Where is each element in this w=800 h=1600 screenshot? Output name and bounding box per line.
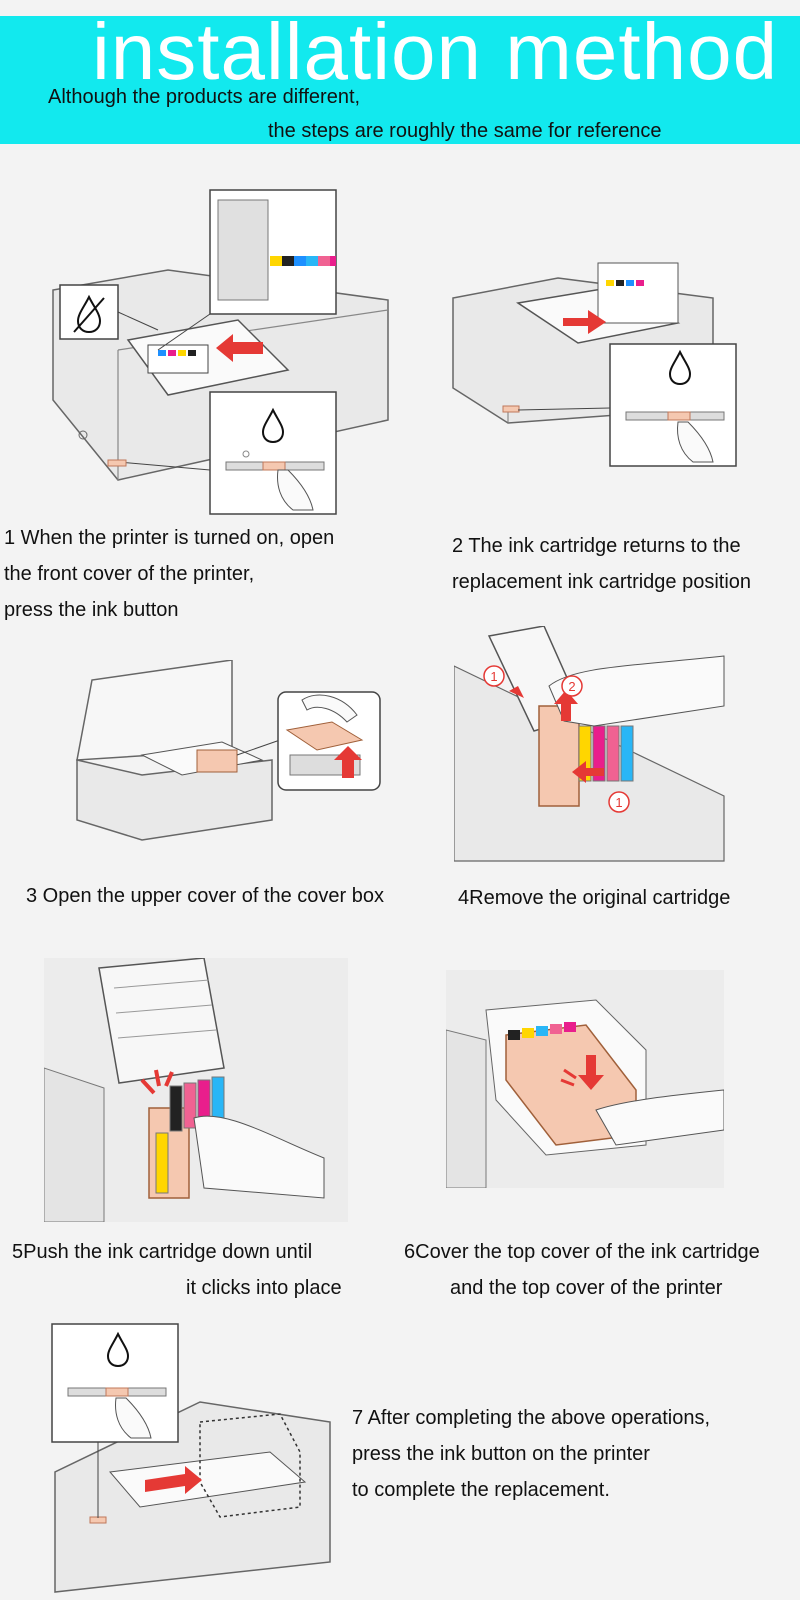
step-1-line-2: the front cover of the printer,	[4, 563, 255, 585]
arrow-icon	[216, 334, 263, 362]
step-1-illustration	[48, 170, 398, 520]
step-5-caption: 5Push the ink cartridge down until it cl…	[12, 1234, 342, 1306]
step-2-line-1: 2 The ink cartridge returns to the	[452, 535, 741, 557]
step-7-line-2: press the ink button on the printer	[352, 1443, 650, 1465]
step-5-illustration	[44, 958, 348, 1222]
step-6-illustration	[446, 970, 724, 1188]
subtitle-line-2: the steps are roughly the same for refer…	[268, 120, 662, 142]
marker-1-top: 1	[483, 665, 505, 687]
step-1-line-1: 1 When the printer is turned on, open	[4, 527, 335, 549]
marker-1-text: 1	[490, 669, 497, 684]
step-5-line-1: 5Push the ink cartridge down until	[12, 1241, 313, 1263]
ink-drop-icon	[261, 407, 285, 444]
step-1-caption: 1 When the printer is turned on, open th…	[4, 520, 334, 628]
step-7-line-3: to complete the replacement.	[352, 1479, 610, 1501]
no-ink-icon	[73, 294, 105, 334]
step-4-line-1: 4Remove the original cartridge	[458, 887, 731, 909]
step-6-line-1: 6Cover the top cover of the ink cartridg…	[404, 1241, 760, 1263]
power-icon	[242, 450, 250, 458]
subtitle-line-1: Although the products are different,	[48, 86, 361, 108]
step-6-line-2: and the top cover of the printer	[450, 1277, 723, 1299]
step-7-line-1: 7 After completing the above operations,	[352, 1407, 711, 1429]
step-3-illustration	[72, 660, 392, 860]
step-1-line-3: press the ink button	[4, 599, 179, 621]
step-7-caption: 7 After completing the above operations,…	[352, 1400, 710, 1508]
page-title: installation method	[92, 7, 779, 96]
step-5-line-2: it clicks into place	[186, 1277, 342, 1299]
step-4-caption: 4Remove the original cartridge	[458, 880, 730, 916]
step-4-illustration: 1 2 1	[454, 626, 730, 866]
step-2-line-2: replacement ink cartridge position	[452, 571, 752, 593]
marker-2-text: 2	[568, 679, 575, 694]
step-2-caption: 2 The ink cartridge returns to the repla…	[452, 528, 751, 600]
marker-2: 2	[561, 675, 583, 697]
header-banner: installation method Although the product…	[0, 8, 800, 144]
marker-1-bottom-text: 1	[615, 795, 622, 810]
step-3-line-1: 3 Open the upper cover of the cover box	[26, 885, 384, 907]
marker-1-bottom: 1	[608, 791, 630, 813]
step-7-illustration	[50, 1322, 340, 1598]
step-6-caption: 6Cover the top cover of the ink cartridg…	[404, 1234, 760, 1306]
step-2-illustration	[448, 218, 748, 478]
step-3-caption: 3 Open the upper cover of the cover box	[26, 878, 384, 914]
